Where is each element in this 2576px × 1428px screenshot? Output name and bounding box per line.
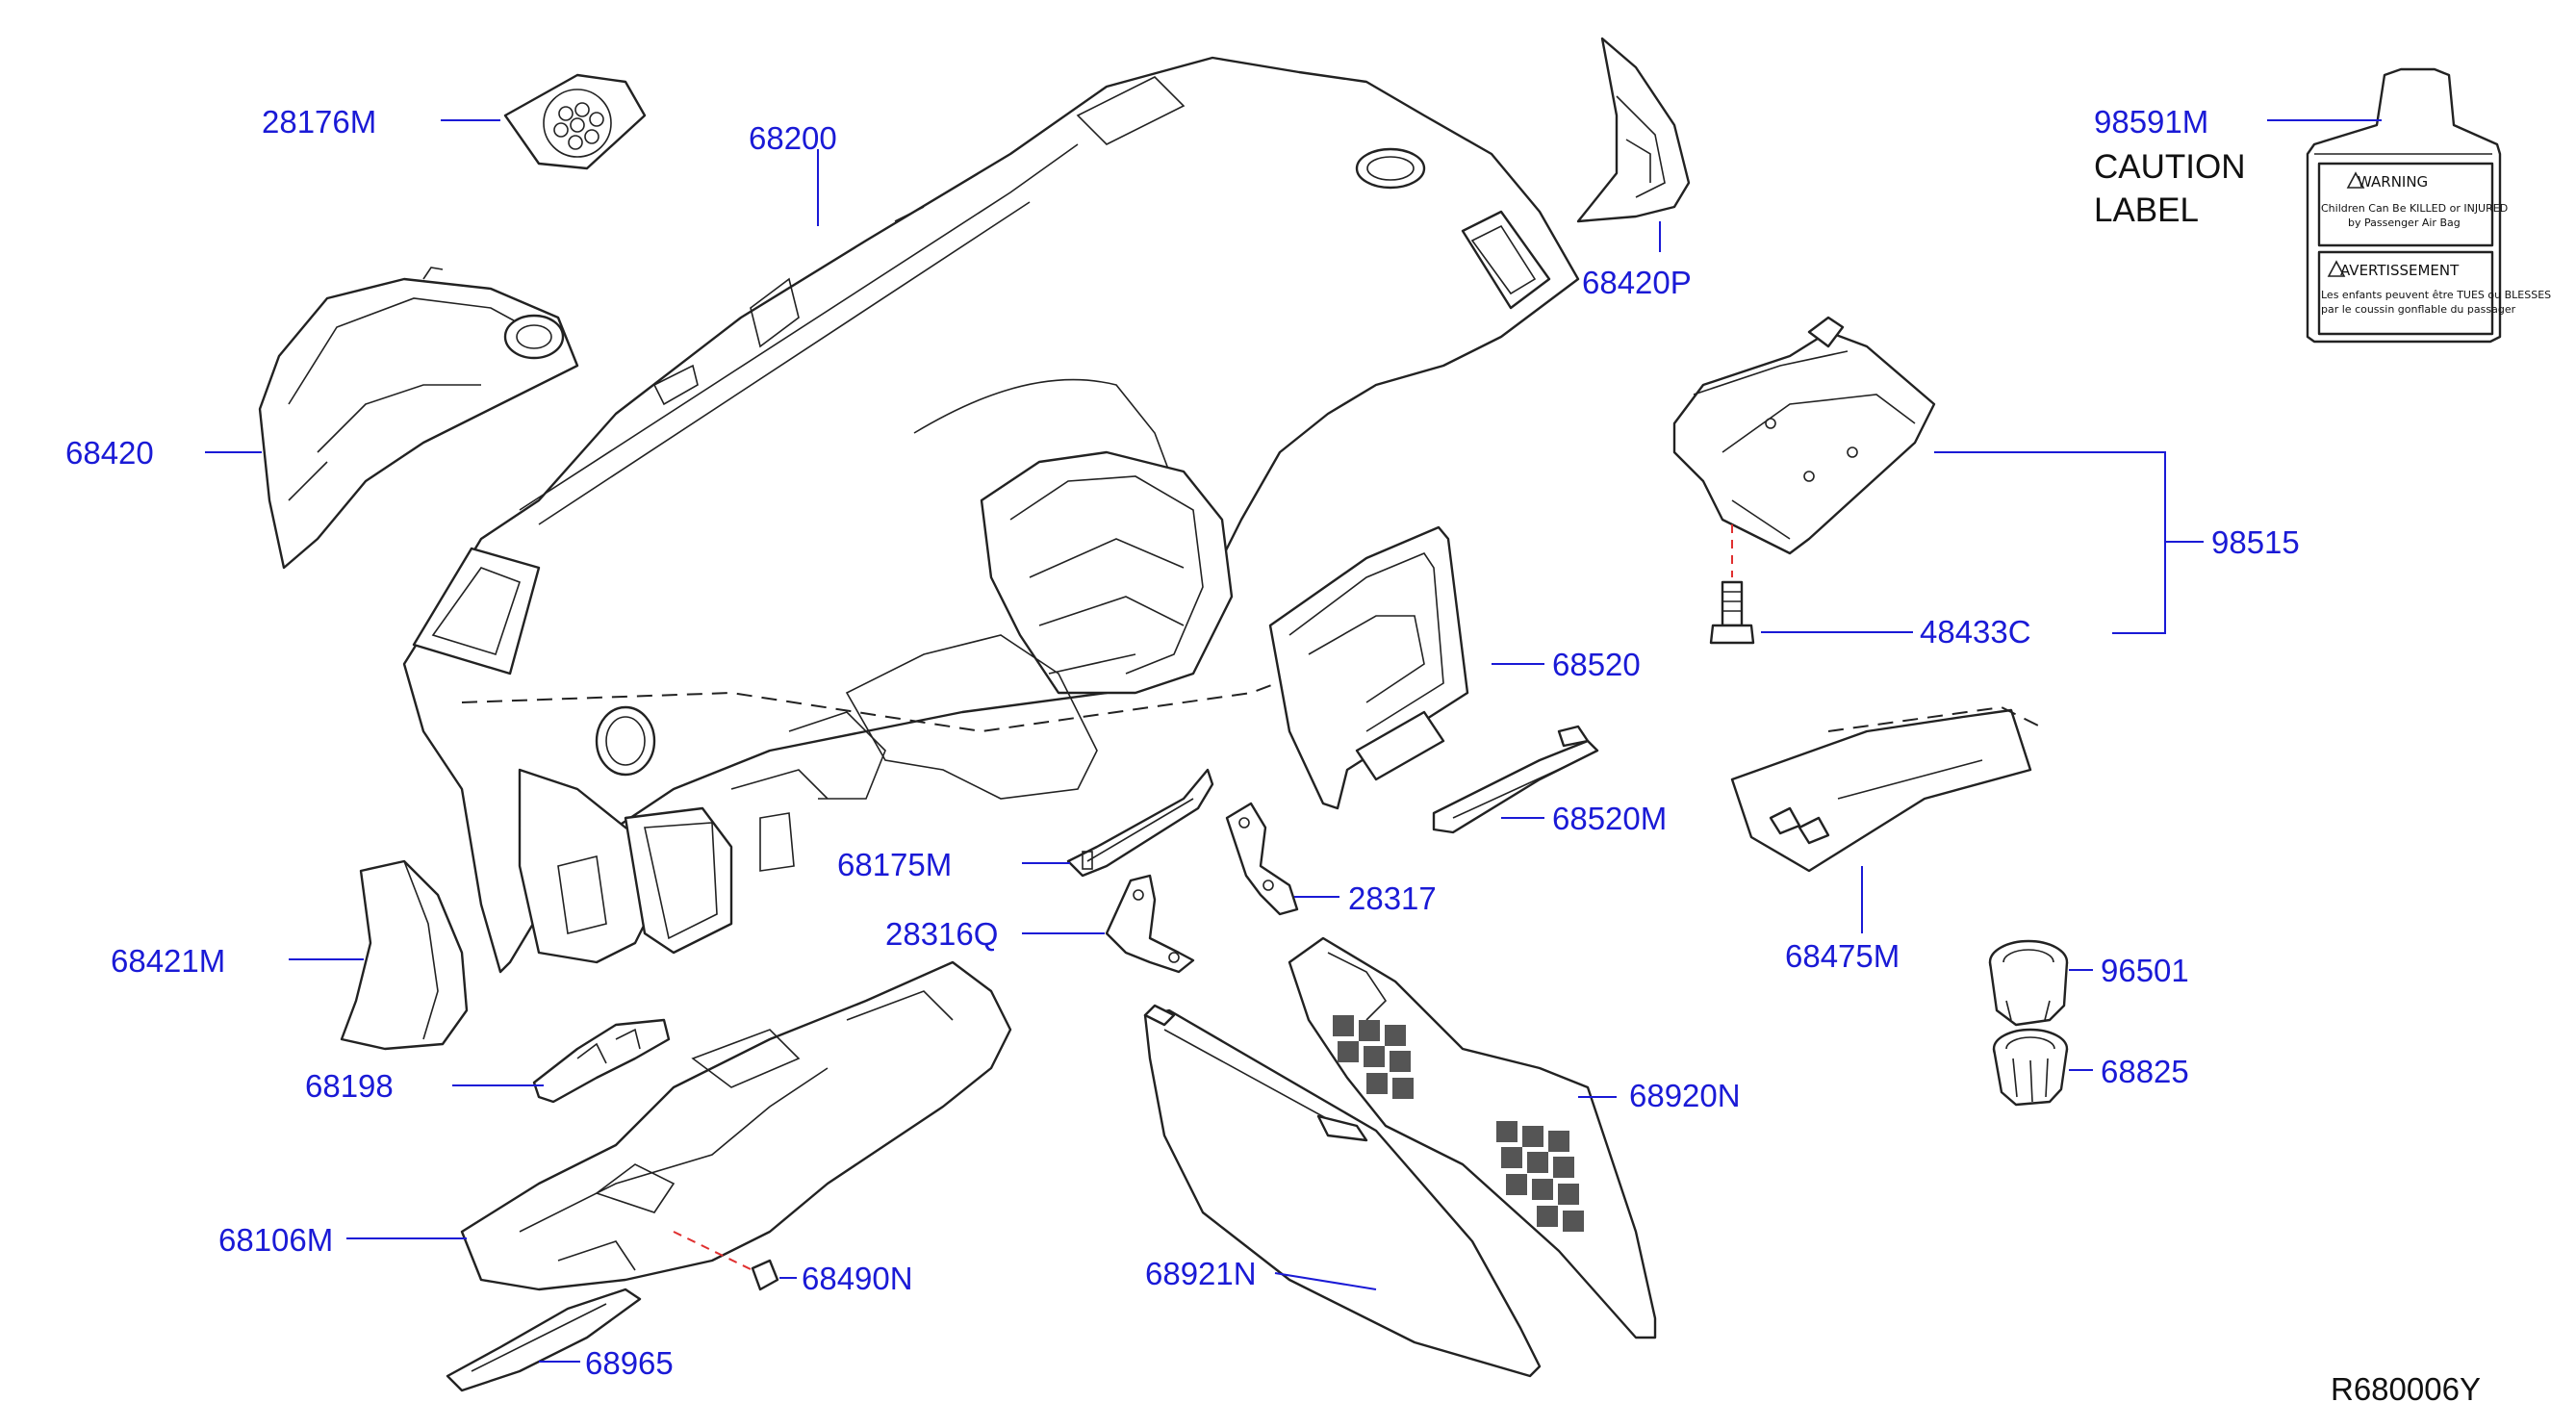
label-68920N: 68920N <box>1629 1078 1741 1113</box>
vent-grid-upper <box>1333 1015 1414 1099</box>
label-68921N: 68921N <box>1145 1256 1257 1291</box>
leader-98515-top <box>1934 451 2166 634</box>
reference-code: R680006Y <box>2331 1371 2481 1407</box>
label-68825: 68825 <box>2101 1054 2189 1089</box>
label-68421M: 68421M <box>111 943 225 979</box>
label-98515: 98515 <box>2211 524 2300 560</box>
label-68520: 68520 <box>1552 647 1641 682</box>
cluster-lid-68420 <box>258 267 579 570</box>
airbag-bracket-98515 <box>1672 316 1936 555</box>
warning-row-1: Children Can Be KILLED or INJURED <box>2321 202 2508 215</box>
warning-title: WARNING <box>2358 173 2428 191</box>
glove-box-68475M <box>1730 705 2041 873</box>
label-68475M: 68475M <box>1785 938 1900 974</box>
label-68965: 68965 <box>585 1345 674 1381</box>
avertissement-title: AVERTISSEMENT <box>2340 262 2460 279</box>
trim-strip-68965 <box>446 1288 642 1392</box>
dashboard-panel-68200 <box>402 56 1580 974</box>
label-98591M: 98591M <box>2094 104 2208 140</box>
socket-68825 <box>1992 1028 2069 1107</box>
avert-row-1: Les enfants peuvent être TUES ou BLESSES <box>2321 289 2551 301</box>
clip-68490N <box>751 1259 779 1291</box>
vent-grid-lower <box>1496 1121 1584 1232</box>
side-cover-68421M <box>340 859 469 1051</box>
label-68175M: 68175M <box>837 847 952 882</box>
label-28176M: 28176M <box>262 104 376 140</box>
center-finisher-68520 <box>1268 525 1469 810</box>
bolt-48433C <box>1709 580 1755 645</box>
caution-label-98591M: WARNING Children Can Be KILLED or INJURE… <box>2306 67 2551 344</box>
speaker-grille-28176M <box>503 73 647 170</box>
avert-row-2: par le coussin gonflable du passager <box>2321 303 2516 316</box>
bracket-28316Q <box>1105 874 1195 974</box>
label-68106M: 68106M <box>218 1222 333 1258</box>
kick-panel-68921N <box>1143 1004 1542 1378</box>
label-68200: 68200 <box>749 120 837 156</box>
trim-strip-68520M <box>1432 725 1599 834</box>
label-68520M: 68520M <box>1552 801 1667 836</box>
lighter-96501 <box>1988 939 2069 1027</box>
label-28317: 28317 <box>1348 880 1437 916</box>
lower-panel-68106M <box>460 960 1012 1291</box>
kick-panel-68920N <box>1288 936 1657 1339</box>
leader-68921N <box>1274 1272 1377 1290</box>
label-28316Q: 28316Q <box>885 916 998 952</box>
label-48433C: 48433C <box>1920 614 2031 650</box>
side-trim-68420P <box>1576 37 1691 223</box>
caution-label-line-1: CAUTION <box>2094 148 2246 186</box>
label-68198: 68198 <box>305 1068 394 1104</box>
label-68420P: 68420P <box>1582 265 1692 300</box>
bracket-28317 <box>1225 802 1299 916</box>
bracket-68198 <box>532 1018 671 1104</box>
label-68490N: 68490N <box>802 1261 913 1296</box>
caution-label-line-2: LABEL <box>2094 191 2199 229</box>
bracket-68175M <box>1066 768 1214 878</box>
warning-row-2: by Passenger Air Bag <box>2348 217 2461 229</box>
label-68420: 68420 <box>65 435 154 471</box>
label-96501: 96501 <box>2101 953 2189 988</box>
